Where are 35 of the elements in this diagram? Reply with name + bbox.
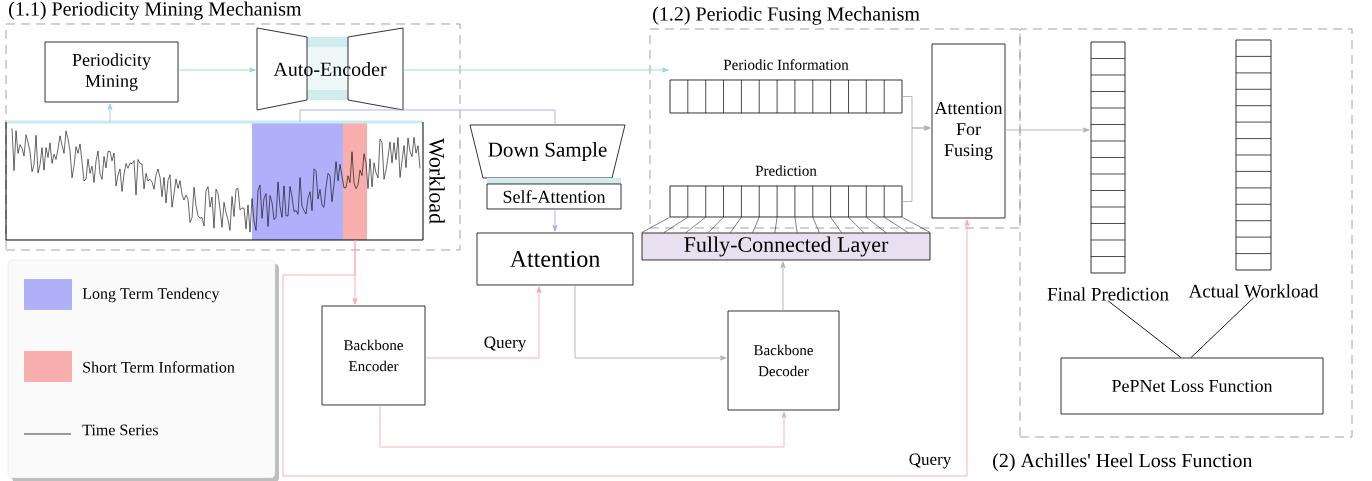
legend-label: Time Series (82, 424, 158, 436)
connector-arrow (780, 261, 786, 312)
edge-label: Query (907, 452, 953, 470)
process-box: Periodicity Mining (44, 41, 179, 103)
process-box: Self-Attention (486, 183, 622, 210)
connector-arrow (901, 125, 931, 202)
connector-arrow (107, 103, 113, 123)
group-title: (1.1) Periodicity Mining Mechanism (9, 1, 302, 20)
connector-arrow (282, 219, 970, 477)
legend-label: Short Term Information (83, 361, 235, 373)
edge-label: Query (482, 335, 528, 353)
process-box: Backbone Decoder (727, 310, 840, 411)
group-title: (2) Achilles' Heel Loss Function (993, 453, 1253, 472)
connector-arrow (402, 67, 669, 73)
axis-label: Workload (429, 137, 445, 224)
vector-label: Final Prediction (1047, 287, 1169, 301)
process-box: Backbone Encoder (321, 305, 426, 406)
process-box: Attention (476, 232, 634, 286)
vector-label: Prediction (755, 165, 817, 176)
connector-arrow (552, 208, 558, 232)
connector-arrow (1004, 127, 1090, 133)
group-title: (1.2) Periodic Fusing Mechanism (653, 6, 920, 25)
connector-arrow (424, 286, 542, 359)
connector-arrow (379, 404, 787, 448)
connector-arrow (574, 284, 727, 361)
vector-label: Periodic Information (723, 59, 849, 70)
highlight-band (343, 122, 367, 240)
legend-label: Long Term Tendency (82, 287, 220, 303)
process-box: PePNet Loss Function (1060, 357, 1324, 415)
connector-arrow (177, 67, 256, 73)
connector-arrow (641, 217, 931, 233)
layer-box: Fully-Connected Layer (641, 232, 931, 261)
trapezoid-box: Down Sample (469, 124, 626, 184)
vector-label: Actual Workload (1188, 284, 1319, 298)
process-box: Attention For Fusing (931, 43, 1006, 219)
